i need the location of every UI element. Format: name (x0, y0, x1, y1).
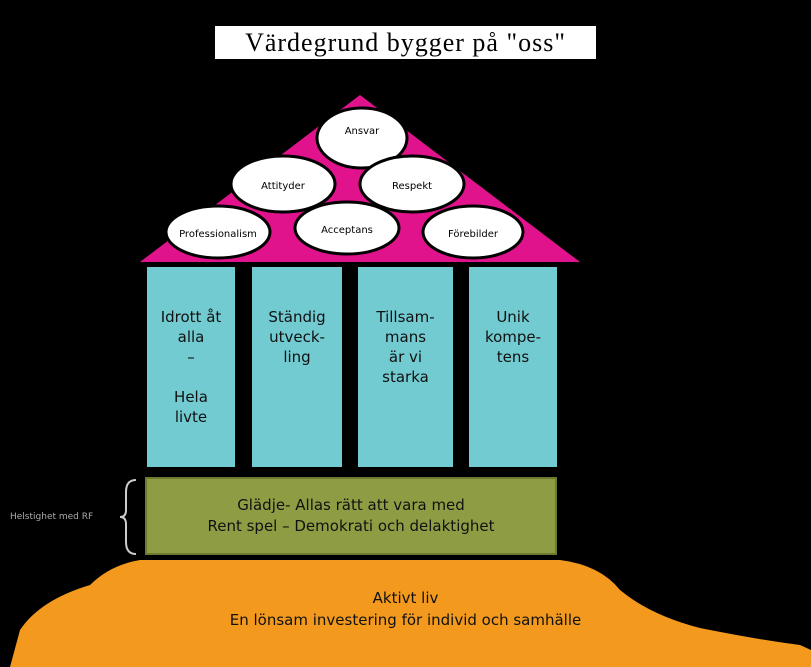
side-label: Helstighet med RF (10, 512, 94, 522)
ellipse-attityder (229, 154, 337, 214)
pillar-label: Idrott åt alla – Hela livte (160, 308, 222, 426)
pillar-label: Ständig utveck- ling (268, 308, 326, 366)
ellipse-respekt (358, 154, 466, 214)
pillar-label: Unik kompe- tens (484, 308, 542, 366)
foundation-line-2: Rent spel – Demokrati och delaktighet (207, 517, 495, 535)
brace-icon (119, 479, 137, 555)
ground-line-1: Aktivt liv (372, 589, 439, 607)
value-label-attityder: Attityder (261, 181, 306, 192)
ellipse-ansvar (315, 106, 409, 170)
pillar-label: Tillsam- mans är vi starka (376, 308, 435, 386)
value-label-professionalism: Professionalism (179, 229, 257, 240)
ground-fill (10, 560, 811, 667)
value-label-ansvar: Ansvar (345, 126, 380, 137)
pillar-unik: Unik kompe- tens (469, 267, 557, 467)
pillar-tillsammans: Tillsam- mans är vi starka (358, 267, 453, 467)
ellipse-forebilder (421, 204, 525, 260)
diagram-title: Värdegrund bygger på "oss" (0, 26, 811, 59)
ground-line-2: En lönsam investering för individ och sa… (229, 611, 582, 629)
pillar-standig: Ständig utveck- ling (252, 267, 342, 467)
foundation-bar: Glädje- Allas rätt att vara med Rent spe… (145, 477, 557, 555)
diagram-title-text: Värdegrund bygger på "oss" (215, 26, 596, 59)
value-label-forebilder: Förebilder (448, 229, 499, 240)
value-label-acceptans: Acceptans (321, 225, 373, 236)
foundation-line-1: Glädje- Allas rätt att vara med (237, 496, 465, 514)
value-label-respekt: Respekt (392, 181, 432, 192)
pillar-idrott: Idrott åt alla – Hela livte (147, 267, 235, 467)
ellipse-acceptans (293, 200, 401, 256)
ellipse-professionalism (164, 204, 272, 260)
